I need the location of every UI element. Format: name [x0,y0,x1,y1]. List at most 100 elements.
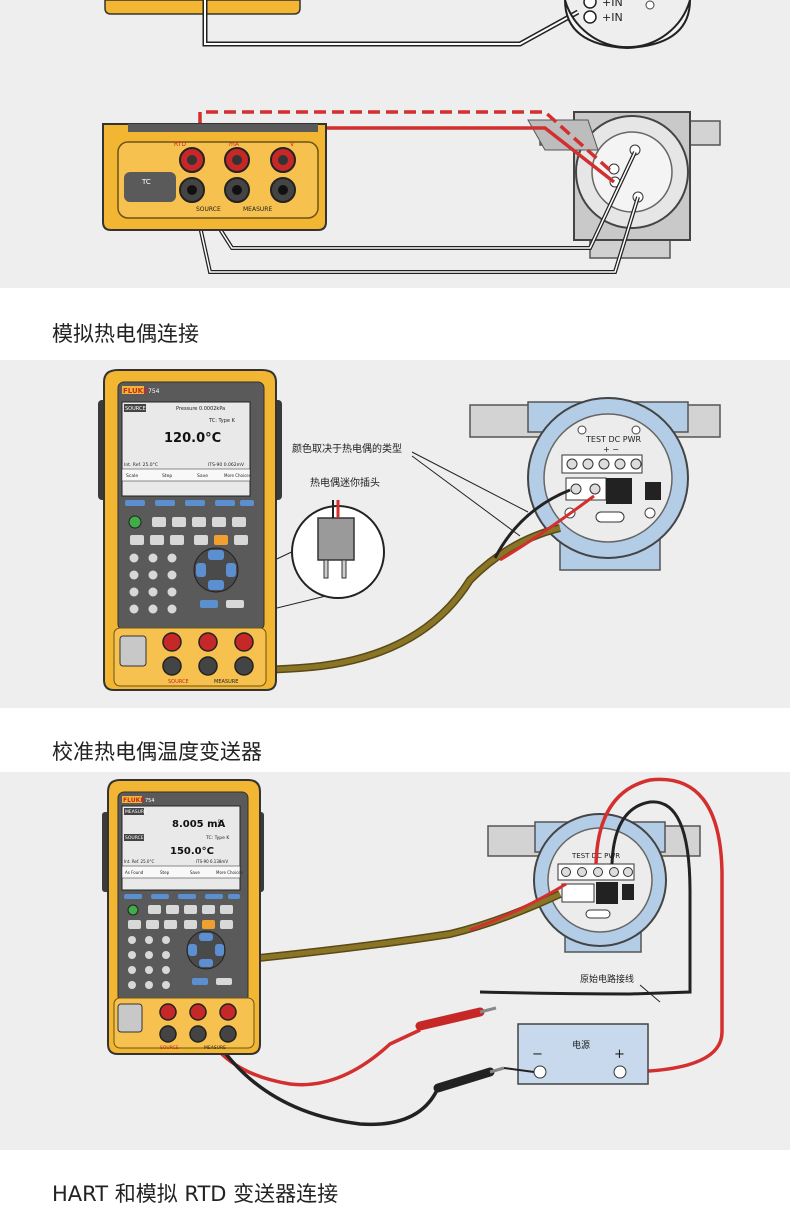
keypad-key [170,535,184,545]
screw-terminal [589,483,601,495]
arrow-left-key [188,944,197,956]
transmitter-module [596,882,618,904]
keypad-key [146,920,159,929]
rtd-wiring-illustration: +IN +IN TC [102,0,721,274]
calibrator-screen [121,401,251,497]
red-test-probe [415,1007,485,1031]
keypad-key [148,905,161,914]
terminal-label: +IN [602,11,623,24]
svg-text:SOURCE: SOURCE [125,835,144,841]
svg-text:V: V [290,141,295,148]
power-supply-label: 电源 [572,1039,590,1051]
psu-positive-terminal [613,1065,627,1079]
svg-text:ITS-90 0.062mV: ITS-90 0.062mV [208,462,245,468]
softkey [125,500,145,506]
red-jack [162,632,182,652]
calibrator-jack-panel [113,627,267,687]
black-test-probe [433,1067,495,1093]
svg-text:MEASURE: MEASURE [204,1045,226,1051]
svg-text:−: − [532,1047,543,1062]
screw-terminal [583,0,597,9]
keypad-key [130,535,144,545]
black-test-lead [210,1033,440,1127]
tc-calibration-illustration: TEST DC PWR 原始电路接线 电源 − + [102,777,724,1127]
red-jack [219,1003,237,1021]
svg-text:DC: DC [218,819,224,824]
loop-black-wire [479,800,692,996]
svg-text:MEASURE: MEASURE [125,809,147,815]
svg-text:RTD: RTD [174,141,186,148]
svg-text:Pressure 0.0002kPa: Pressure 0.0002kPa [176,406,225,412]
softkey-label: Step [162,473,172,479]
svg-text:FLUKE: FLUKE [123,387,148,395]
keypad-key [184,905,197,914]
red-jack [198,632,218,652]
softkey [185,500,205,506]
svg-text:ITS-90 6.138mV: ITS-90 6.138mV [196,859,228,864]
softkey [215,500,235,506]
tc-calibration-panel: TEST DC PWR 原始电路接线 电源 − + [0,772,790,1150]
transmitter-module [606,478,632,504]
tc-red-wire [469,882,567,932]
svg-text:MEASURE: MEASURE [214,679,238,685]
psu-negative-terminal [533,1065,547,1079]
arrow-right-key [215,944,224,956]
red-jack [234,632,254,652]
black-jack [219,1025,237,1043]
arrow-right-key [226,563,236,577]
svg-text:754: 754 [148,388,160,395]
softkey-label: Scale [126,473,138,479]
black-jack [198,656,218,676]
terminal-label: +IN [602,0,623,9]
screen-main-value: 120.0°C [164,431,221,446]
keypad-key [234,535,248,545]
svg-text:+: + [614,1047,625,1062]
keypad-key [192,517,206,527]
section-title-tc-simulation: 模拟热电偶连接 [52,322,199,346]
svg-text:Int. Ref. 25.0°C: Int. Ref. 25.0°C [124,462,158,468]
svg-text:MEASURE: MEASURE [243,206,272,213]
softkey-label: As Found [125,870,144,875]
number-keypad [128,936,170,989]
callout-original-wiring: 原始电路接线 [580,973,634,985]
screw-terminal [570,483,582,495]
black-jack [162,656,182,676]
keypad-key [220,920,233,929]
softkey [205,894,223,899]
softkey-label: Save [197,473,208,479]
rtd-wiring-panel: +IN +IN TC [0,0,790,288]
softkey [124,894,142,899]
keypad-key [202,920,215,929]
tc-simulation-panel: TEST DC PWR + − 颜色取决于热电偶的类型 热电偶迷你插头 [0,360,790,708]
svg-text:TC: Type K: TC: Type K [208,418,236,424]
keypad-key [214,535,228,545]
tc-mini-plug [317,517,355,561]
section-title-tc-calibration: 校准热电偶温度变送器 [52,740,262,764]
keypad-key [164,920,177,929]
tc-input-socket [119,635,147,667]
tc-red-wire [499,494,595,562]
rtd-transmitter-head [564,0,691,50]
black-jack [234,656,254,676]
softkey-label: Step [160,870,170,875]
svg-text:+ −: + − [603,445,619,454]
arrow-up-key [208,550,224,560]
keypad-key [232,517,246,527]
screen-source-value: 150.0°C [170,846,214,857]
tc-input-socket [117,1003,143,1033]
svg-text:Int. Ref. 25.0°C: Int. Ref. 25.0°C [124,859,154,864]
arrow-down-key [199,959,213,967]
loop-red-wire [594,777,724,1074]
softkey [151,894,169,899]
power-button [128,515,142,529]
svg-text:SOURCE: SOURCE [160,1045,179,1051]
keypad-key [202,905,215,914]
tc-connector [124,172,176,202]
keypad-key [212,517,226,527]
black-jack [159,1025,177,1043]
keypad-key [152,517,166,527]
softkey [155,500,175,506]
keypad-key [150,535,164,545]
callout-mini-plug: 热电偶迷你插头 [310,476,380,489]
keypad-key [194,535,208,545]
